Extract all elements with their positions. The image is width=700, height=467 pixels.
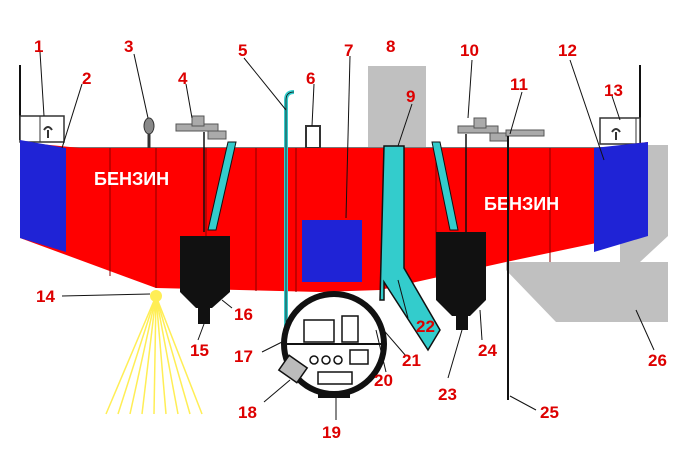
tank-label-right: БЕНЗИН: [484, 194, 559, 214]
callout-18: 18: [238, 403, 257, 422]
deck-fixture-11: [505, 129, 545, 137]
shot-bunker-left: [180, 236, 230, 324]
callout-10: 10: [460, 41, 479, 60]
vent-6: [305, 125, 321, 149]
callout-15: 15: [190, 341, 209, 360]
callout-26: 26: [648, 351, 667, 370]
callout-25: 25: [540, 403, 559, 422]
porthole: [277, 354, 309, 384]
callout-22: 22: [416, 317, 435, 336]
shot-feed-right: [431, 141, 459, 231]
antenna-icon: [143, 117, 155, 148]
hatch-box-13: [599, 117, 641, 145]
callout-12: 12: [558, 41, 577, 60]
callout-21: 21: [402, 351, 421, 370]
callout-13: 13: [604, 81, 623, 100]
deck-rail: [19, 65, 641, 149]
ballast-tank-right: [594, 142, 648, 252]
deck-fixture-4: [175, 115, 227, 140]
ballast-tank-left: [20, 140, 66, 252]
callout-9: 9: [406, 87, 415, 106]
callout-19: 19: [322, 423, 341, 442]
conning-tower: [368, 66, 426, 148]
callout-20: 20: [374, 371, 393, 390]
callout-23: 23: [438, 385, 457, 404]
callout-4: 4: [178, 69, 188, 88]
compartment-lines: [109, 148, 551, 292]
callout-14: 14: [36, 287, 55, 306]
shot-bunker-right: [436, 232, 486, 330]
shot-feed-left: [207, 141, 237, 231]
callout-1: 1: [34, 37, 43, 56]
callout-17: 17: [234, 347, 253, 366]
fuel-tank-hull: [20, 142, 648, 292]
searchlight-beam: [105, 295, 203, 415]
callout-5: 5: [238, 41, 247, 60]
callout-2: 2: [82, 69, 91, 88]
callout-11: 11: [510, 75, 528, 94]
stern-fairing: [506, 145, 668, 322]
callout-numbers: 1 2 3 4 5 6 7 8 9 10 11 12 13 14 15 16 1…: [34, 37, 667, 442]
access-shaft: [379, 145, 441, 352]
callout-7: 7: [344, 41, 353, 60]
callout-6: 6: [306, 69, 315, 88]
lamp-icon: [150, 290, 162, 302]
hatch-box-1: [19, 115, 65, 143]
callout-24: 24: [478, 341, 497, 360]
pressure-sphere-icon: [281, 291, 387, 398]
ballast-tank-center: [302, 220, 362, 282]
leader-lines: [39, 51, 655, 420]
callout-16: 16: [234, 305, 253, 324]
callout-3: 3: [124, 37, 133, 56]
callout-8: 8: [386, 37, 395, 56]
tank-label-left: БЕНЗИН: [94, 169, 169, 189]
